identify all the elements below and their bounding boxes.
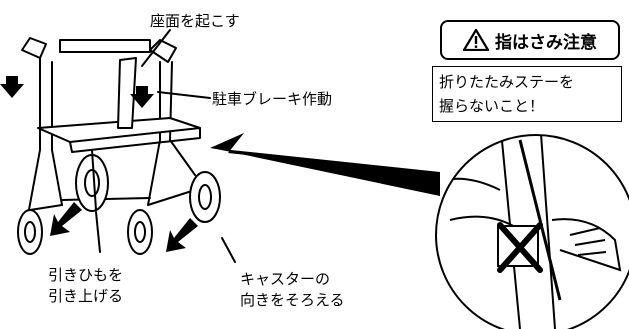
label-parking-brake: 駐車ブレーキ作動 bbox=[212, 90, 333, 108]
warning-note-line1: 折りたたみステーを bbox=[439, 73, 575, 91]
label-pull-cord-line1: 引きひもを bbox=[48, 266, 124, 284]
warning-badge: 指はさみ注意 bbox=[440, 20, 620, 60]
inset-closeup bbox=[435, 134, 629, 329]
label-caster-line1: キャスターの bbox=[240, 270, 331, 288]
label-caster-line2: 向きをそろえる bbox=[240, 291, 345, 309]
arrow-diagonal-icon bbox=[50, 202, 198, 252]
x-mark-icon bbox=[497, 222, 543, 273]
warning-title: 指はさみ注意 bbox=[495, 32, 597, 53]
warning-triangle-icon bbox=[463, 29, 489, 51]
arrow-down-icon bbox=[0, 76, 154, 108]
label-pull-cord-line2: 引き上げる bbox=[48, 287, 124, 305]
warning-note: 折りたたみステーを 握らないこと！ bbox=[432, 66, 622, 122]
warning-note-line2: 握らないこと！ bbox=[439, 97, 545, 115]
label-raise-seat: 座面を起こす bbox=[150, 12, 240, 30]
